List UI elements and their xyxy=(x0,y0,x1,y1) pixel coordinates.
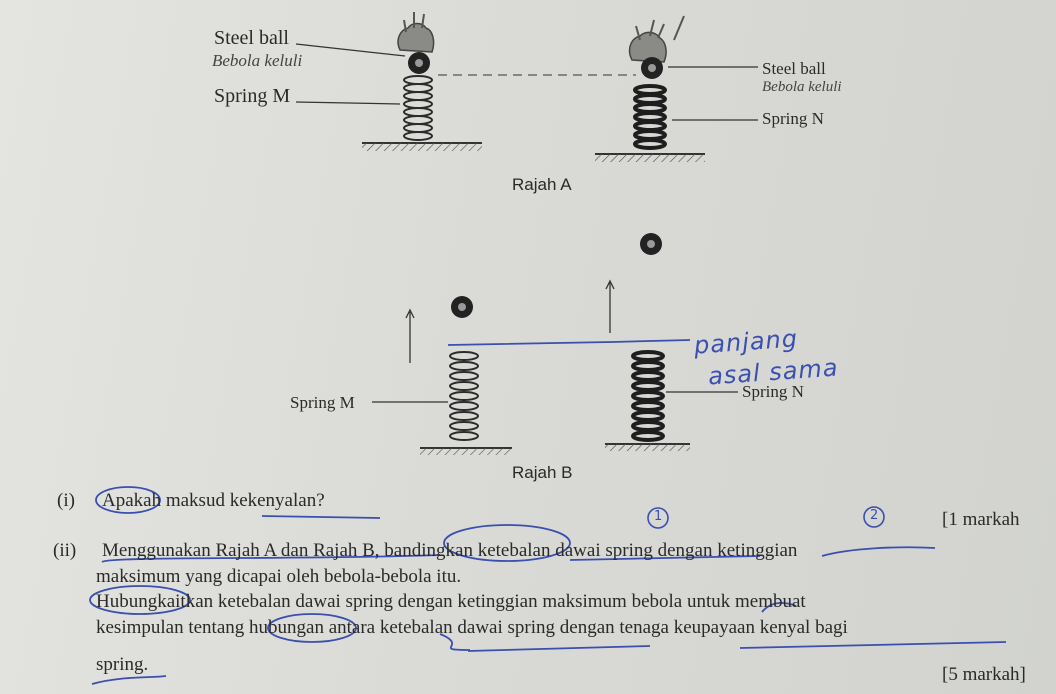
rajah-b-motion-arrows xyxy=(405,279,615,363)
rajah-b-ball-m xyxy=(451,296,473,318)
circled-number-2 xyxy=(863,506,885,528)
question-1-marks: [1 markah xyxy=(942,509,1020,530)
question-2-line-2: maksimum yang dicapai oleh bebola-bebola… xyxy=(96,566,462,587)
question-2-line-1: Menggunakan Rajah A dan Rajah B, banding… xyxy=(102,540,798,561)
question-1-number: (i) xyxy=(57,490,75,511)
question-2-line-4: kesimpulan tentang hubungan antara keteb… xyxy=(96,617,848,638)
rajah-a-right-ground xyxy=(595,153,705,162)
leader-spring-m-a xyxy=(295,101,401,105)
leader-steel-ball-left xyxy=(295,43,406,57)
label-steel-ball-left-en: Steel ball xyxy=(214,27,289,49)
circled-number-1 xyxy=(647,507,669,529)
rajah-b-left-ground xyxy=(420,447,512,455)
label-spring-n-b: Spring N xyxy=(742,382,804,401)
handwritten-original-length-line xyxy=(447,339,691,346)
rajah-b-spring-m xyxy=(449,351,479,441)
label-spring-m-b: Spring M xyxy=(290,393,355,412)
question-2-marks: [5 markah] xyxy=(942,664,1026,685)
rajah-b-ball-n xyxy=(640,233,662,255)
circled-number-2-text: 2 xyxy=(870,508,879,523)
label-steel-ball-left-ms: Bebola keluli xyxy=(212,51,303,70)
rajah-b-spring-n xyxy=(631,350,665,442)
rajah-a-spring-n xyxy=(633,84,667,150)
rajah-a-left-steel-ball xyxy=(397,12,435,74)
rajah-a-spring-m xyxy=(403,75,433,141)
question-2-number: (ii) xyxy=(53,540,77,561)
label-spring-n-a: Spring N xyxy=(762,109,824,128)
question-2-line-5: spring. xyxy=(96,654,149,675)
caption-rajah-b: Rajah B xyxy=(512,463,573,482)
rajah-a-left-ground xyxy=(362,142,482,151)
label-spring-m-a: Spring M xyxy=(214,85,291,107)
rajah-a-right-steel-ball xyxy=(628,15,685,79)
caption-rajah-a: Rajah A xyxy=(512,175,572,194)
pen-markings xyxy=(89,486,1007,685)
rajah-b-right-ground xyxy=(605,443,690,451)
label-steel-ball-right-en: Steel ball xyxy=(762,59,826,78)
question-2-line-3: Hubungkaitkan ketebalan dawai spring den… xyxy=(96,591,806,612)
circled-number-1-text: 1 xyxy=(654,509,663,524)
question-1-text: Apakah maksud kekenyalan? xyxy=(102,490,325,511)
label-steel-ball-right-ms: Bebola keluli xyxy=(762,79,842,95)
